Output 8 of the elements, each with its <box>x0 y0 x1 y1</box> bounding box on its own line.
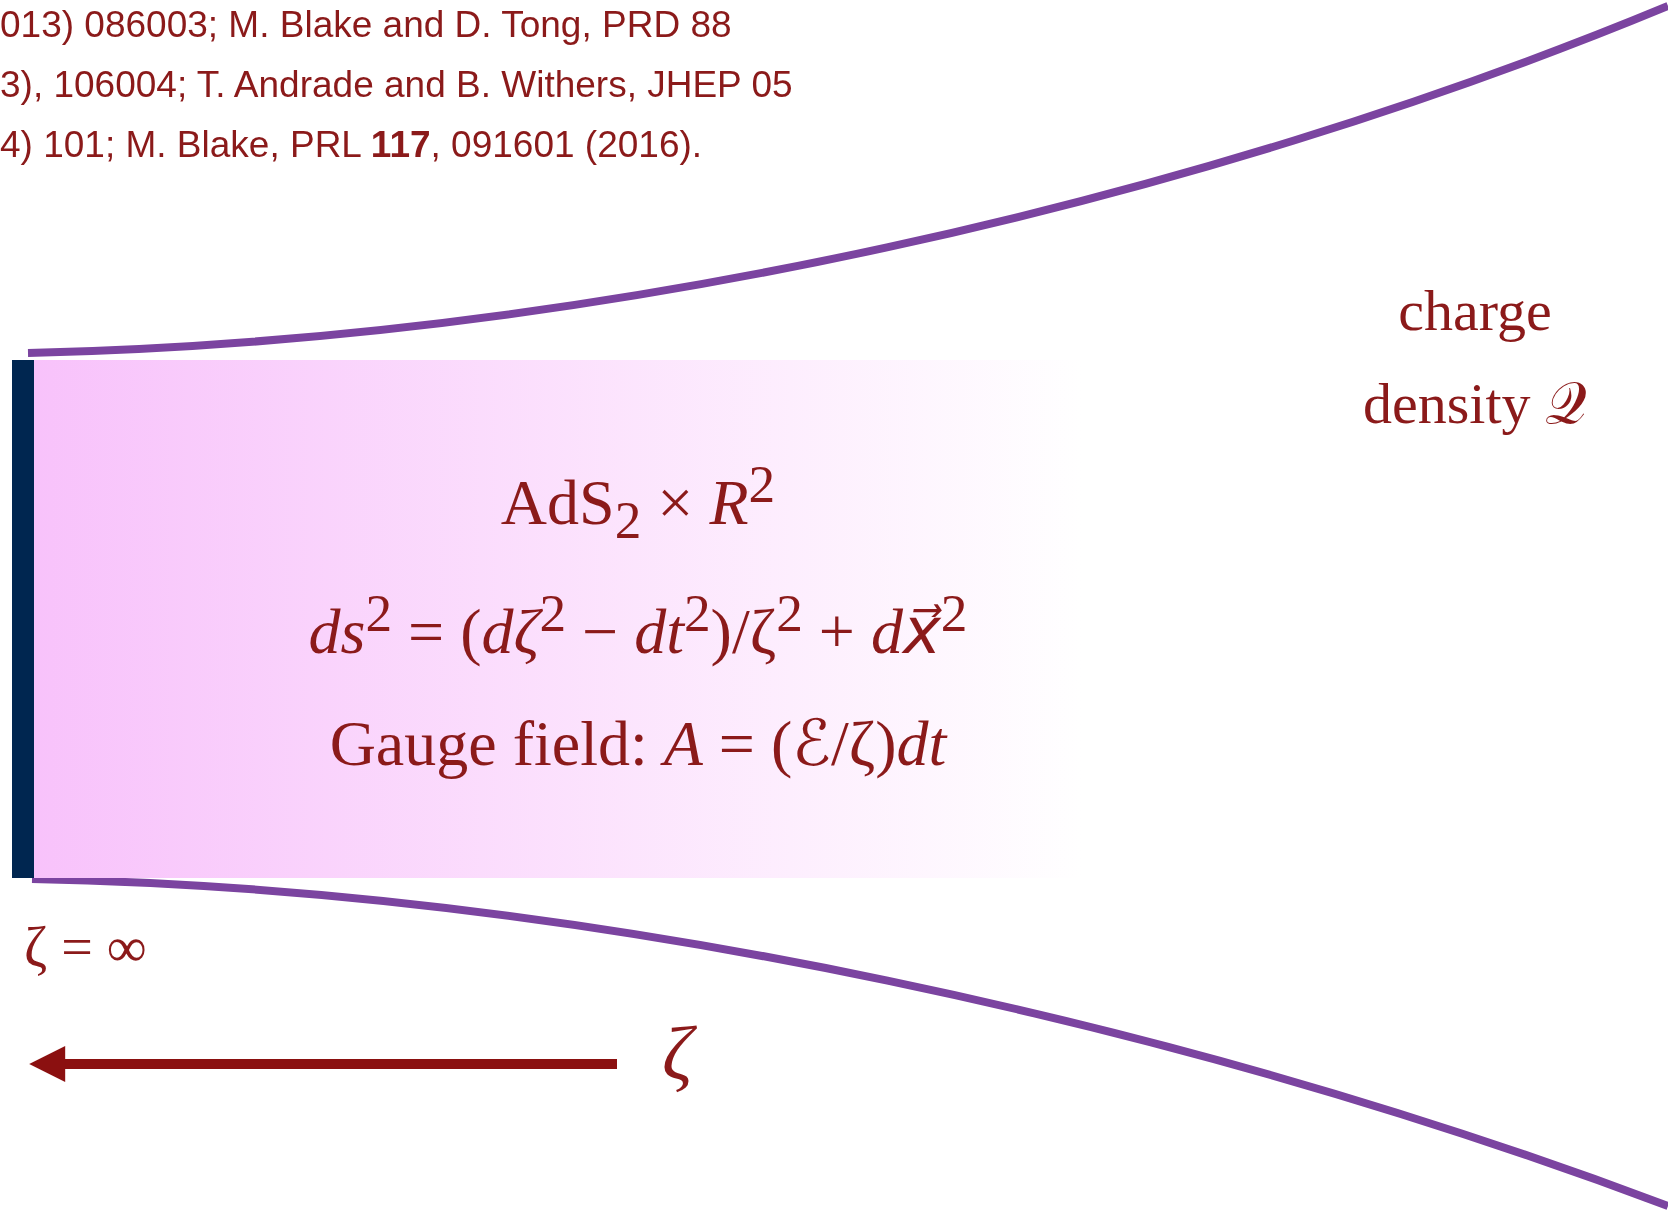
reference-text: 3), 106004; T. Andrade and B. Withers, JHEP 05 <box>0 64 793 106</box>
reference-text: 013) 086003; M. Blake and D. Tong, PRD 88 <box>0 4 732 46</box>
reference-text: 4) 101; M. Blake, PRL 117, 091601 (2016). <box>0 124 703 166</box>
equation-text: Gauge field: A = (ℰ/ζ)dt <box>328 707 947 782</box>
charge-density-label: charge density 𝒬 <box>1361 277 1588 438</box>
boundary-label: ζ = ∞ <box>24 915 147 979</box>
equation-text: ds$^{2}$ = (dζ$^{2}$ − dt$^{2}$)/ζ$^{2}$ + dx⃗$^{2}$ <box>307 582 968 670</box>
equation-text: AdS$_{2}$ × R$^{2}$ <box>499 452 776 552</box>
